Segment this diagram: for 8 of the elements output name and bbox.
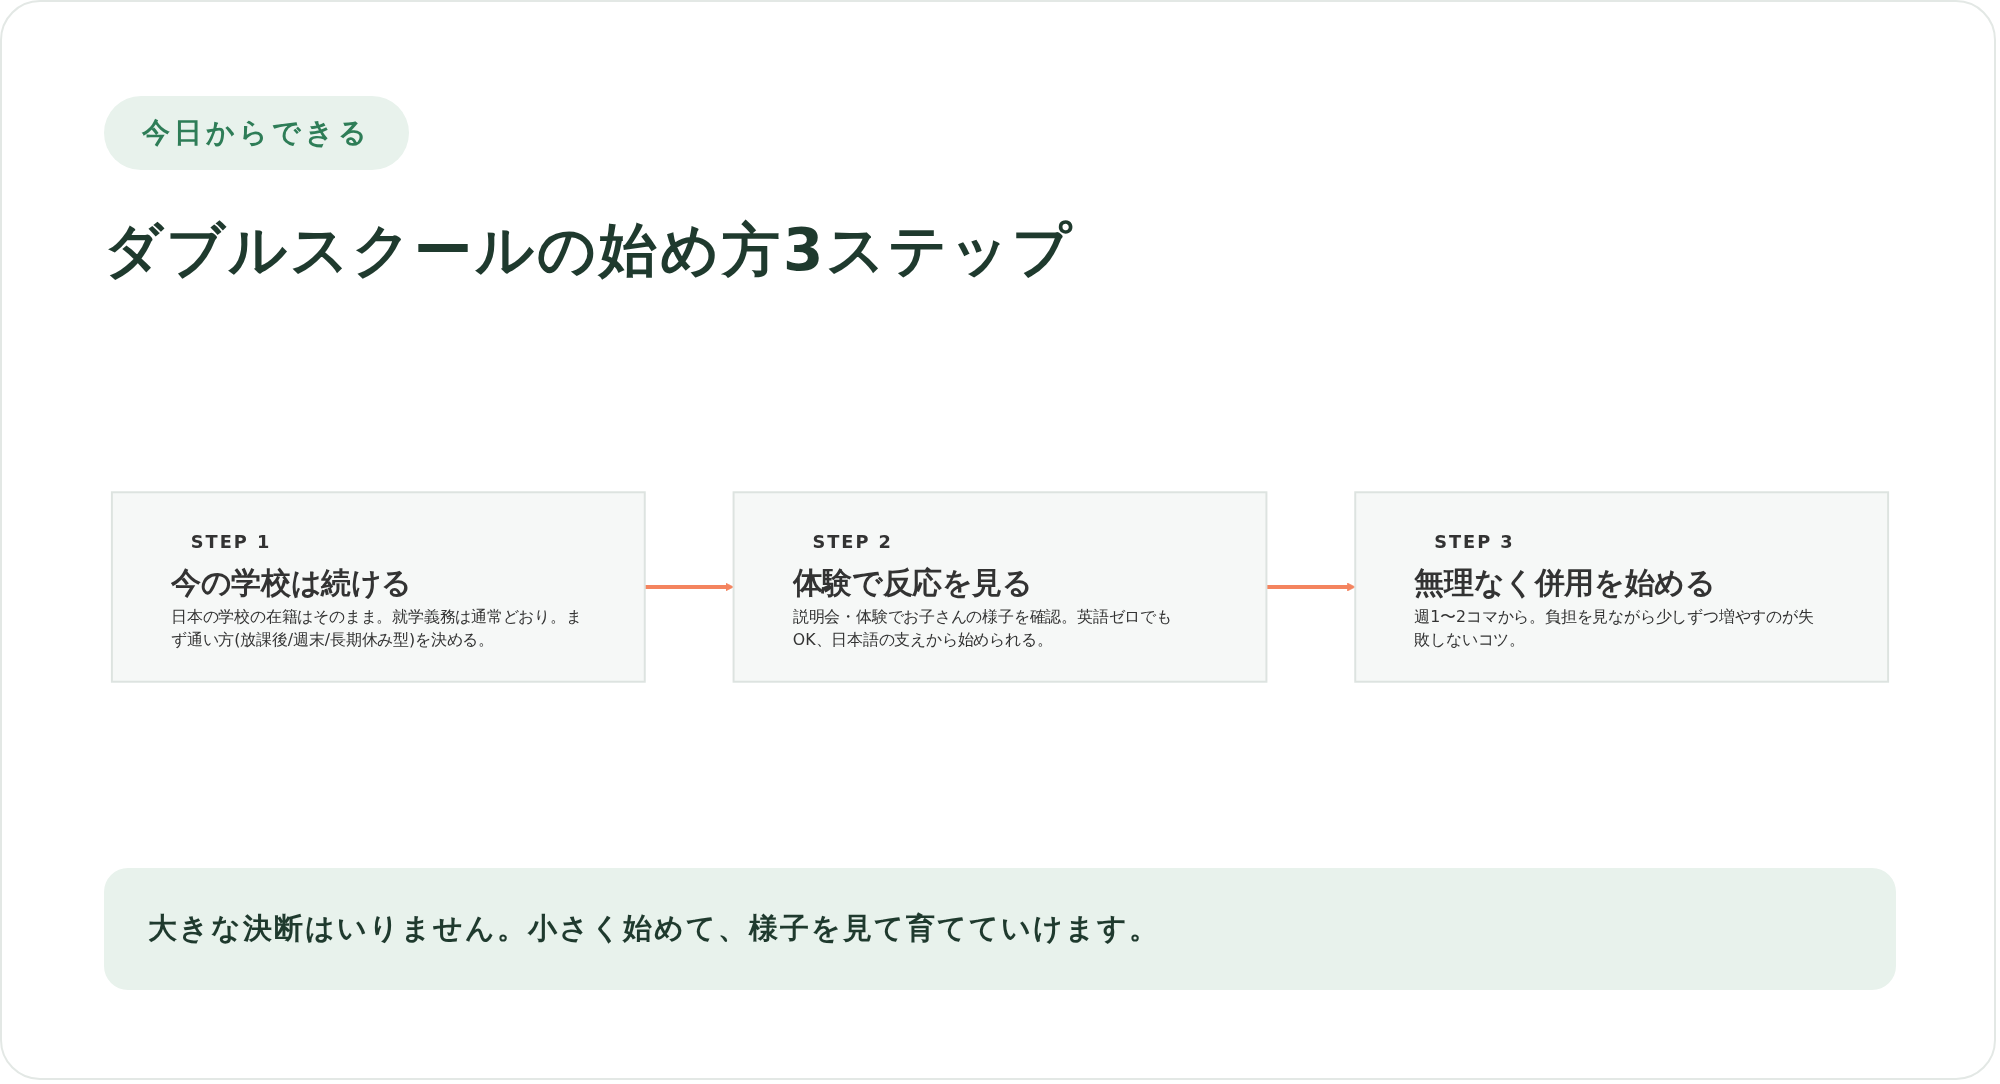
tag-badge: 今日からできる [104,96,409,170]
node-box: STEP 3 無理なく併用を始める 週1〜2コマから。負担を見ながら少しずつ増やすのが失敗しないコツ。 [1354,491,1890,683]
node-box: STEP 1 今の学校は続ける 日本の学校の在籍はそのまま。就学義務は通常どおり。まず通い方(放課後/週末/長期休み型)を決める。 [110,491,646,683]
note-text: 大きな決断はいりません。小さく始めて、様子を見て育てていけます。 [148,910,1160,947]
arrow [644,582,734,592]
title: ダブルスクールの始め方3ステップ [104,215,1075,286]
arrow [1266,582,1356,592]
node-box: STEP 2 体験で反応を見る 説明会・体験でお子さんの様子を確認。英語ゼロでもOK、日本語の支えから始められる。 [732,491,1268,683]
